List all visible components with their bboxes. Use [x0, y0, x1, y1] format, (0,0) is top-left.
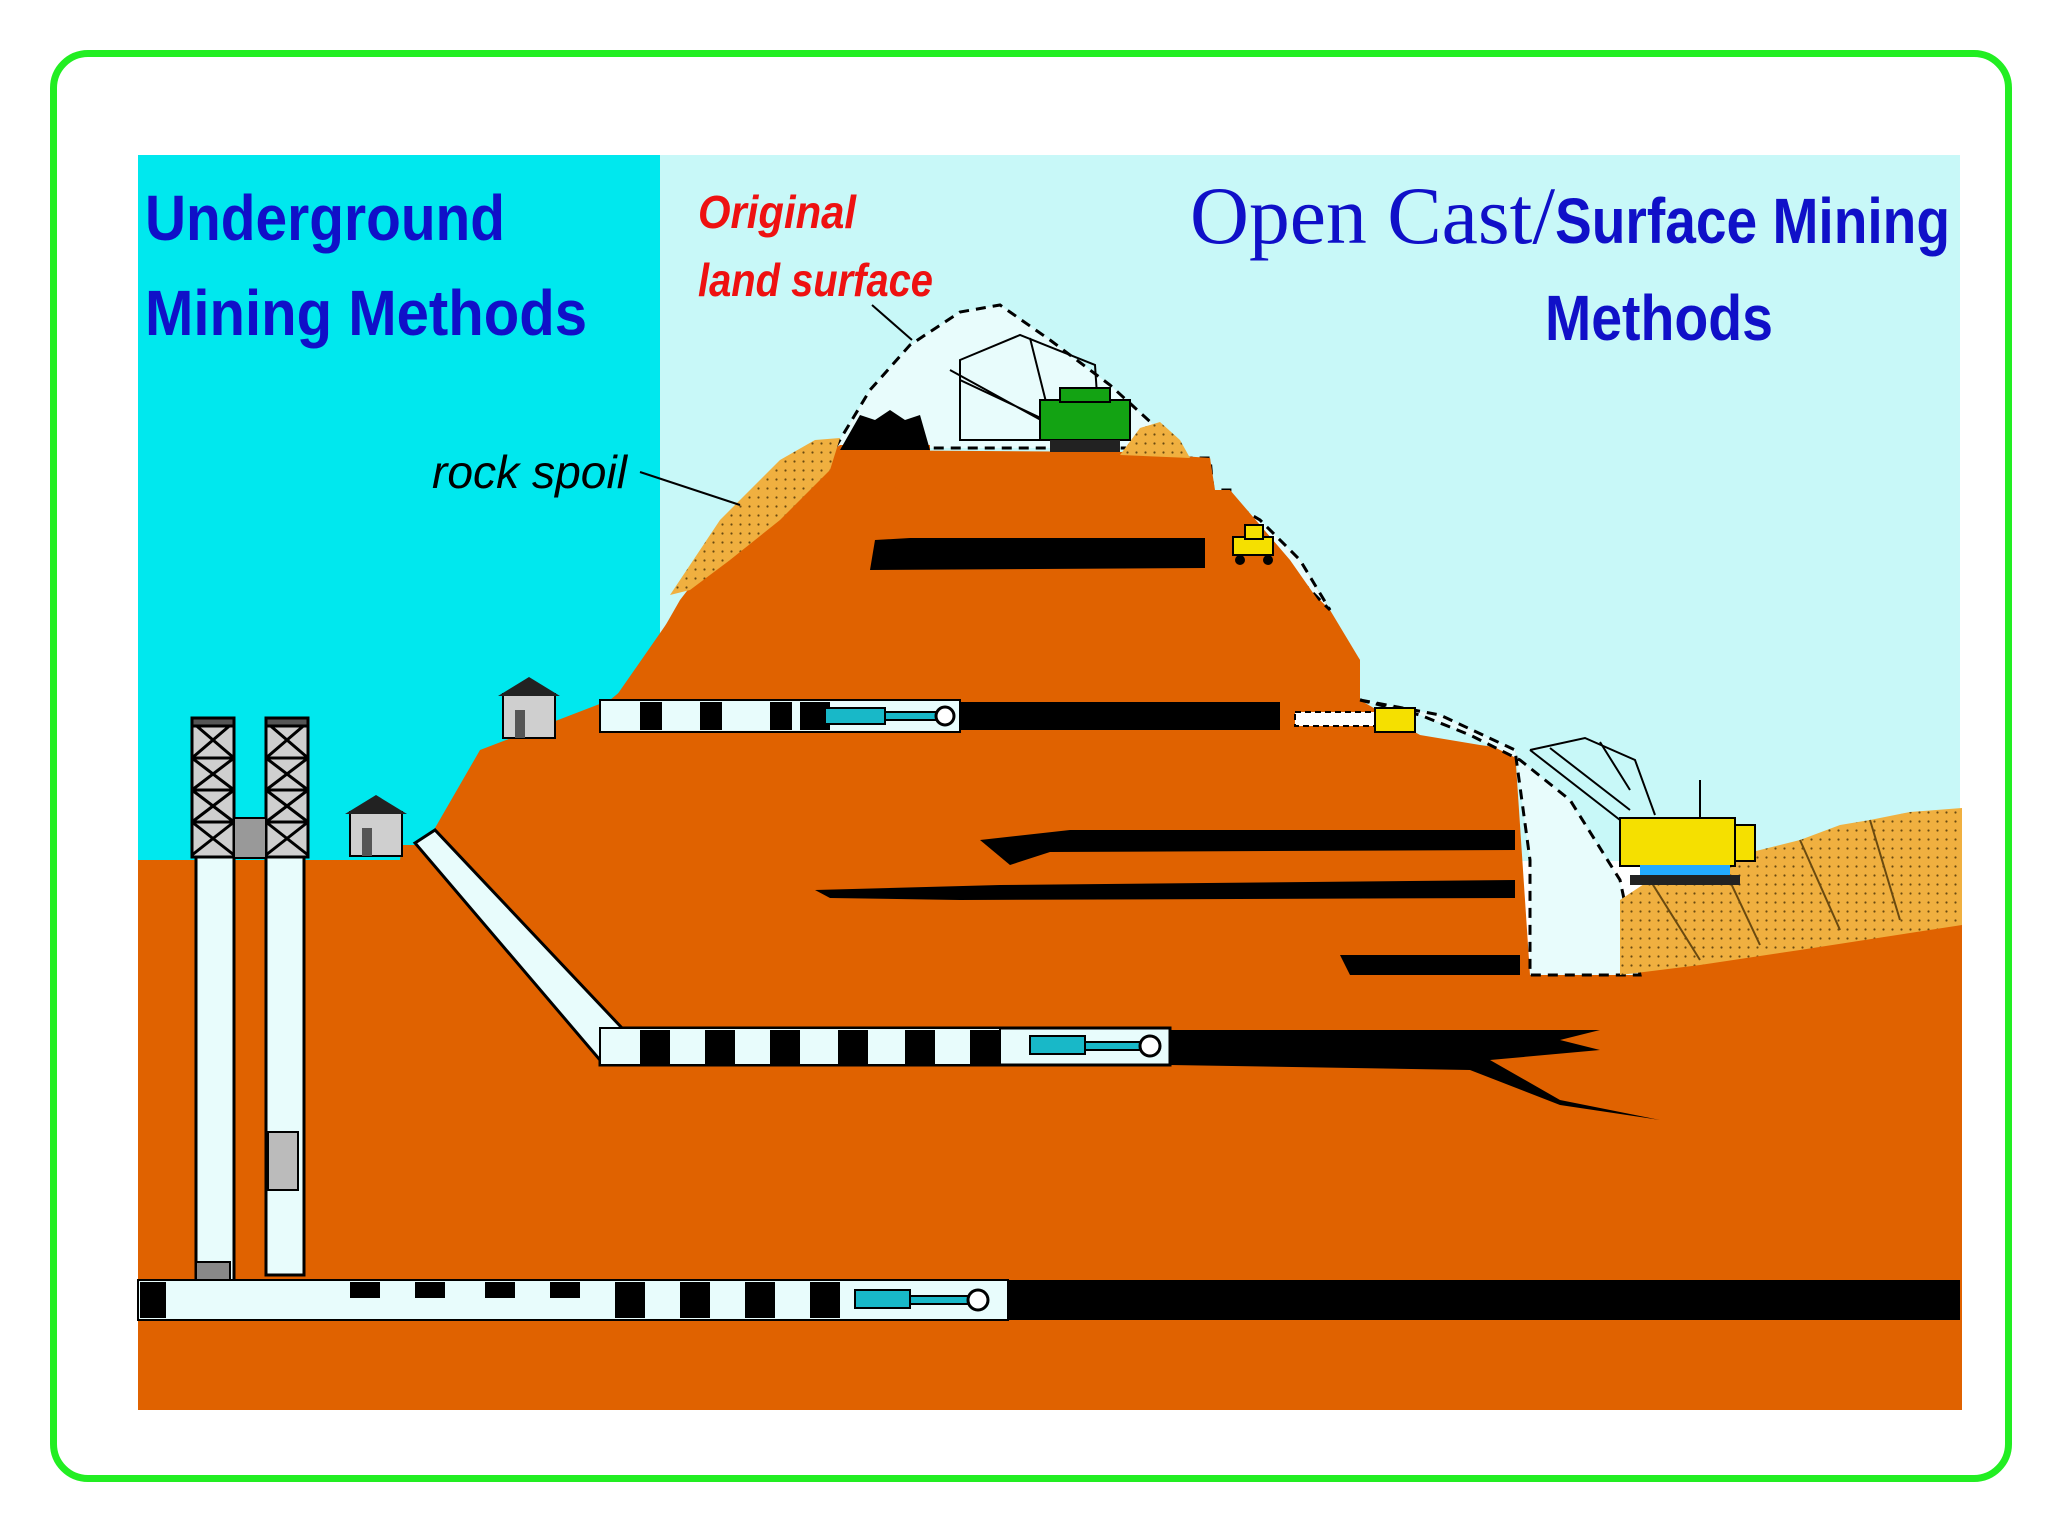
original-surface-line1: Original: [698, 186, 857, 238]
seam-level-1: [960, 702, 1280, 730]
dragline-green: [949, 333, 1131, 452]
winder-house: [233, 817, 267, 859]
opencast-title-part1: Open Cast/: [1190, 170, 1555, 261]
dragline-yellow: [1529, 736, 1756, 885]
slide-frame: [50, 50, 2012, 1482]
excavated-area: [832, 303, 1332, 612]
top-bench: [835, 450, 1215, 490]
spoil-ridges: [1649, 819, 1901, 961]
shaft-left: [194, 853, 236, 1317]
original-surface-leader: [871, 304, 913, 341]
rock-spoil-right: [1620, 808, 1962, 975]
building-lower: [345, 795, 407, 857]
rock-spoil-left: [670, 438, 840, 595]
headframe-right: [264, 716, 310, 859]
shaft-right: [264, 853, 306, 1277]
loader-yellow: [1232, 524, 1274, 565]
headframe-left: [190, 716, 236, 859]
seam-level-2: [1170, 1030, 1660, 1120]
earth-body: [138, 448, 1962, 1410]
rock-spoil-leader: [639, 471, 741, 506]
coal-seam-upper: [870, 538, 1205, 570]
coal-seam-mid3: [1340, 955, 1520, 975]
upper-bench: [620, 450, 1360, 705]
mining-vehicle-2: [1029, 1034, 1162, 1058]
opencast-title-line2: Methods: [1545, 282, 1773, 354]
shaft-cage-right: [267, 1131, 299, 1191]
opencast-title-part2: Surface Mining: [1555, 185, 1950, 257]
seam-level-3: [1000, 1280, 1960, 1320]
haul-truck: [1294, 707, 1416, 733]
original-surface-line2: land surface: [698, 254, 933, 306]
building-upper: [498, 677, 560, 739]
tunnel-level-2: [599, 1027, 1001, 1066]
coal-seam-mid2: [815, 880, 1515, 900]
mining-vehicle-1: [824, 705, 956, 727]
mining-vehicle-3: [854, 1288, 990, 1312]
rock-spoil-top: [1120, 422, 1190, 458]
underground-title-line1: Underground: [145, 182, 505, 254]
coal-seam-mid1: [980, 830, 1515, 865]
underground-title-line2: Mining Methods: [145, 277, 587, 349]
crest-debris: [840, 410, 930, 450]
rock-spoil-label: rock spoil: [432, 446, 629, 498]
